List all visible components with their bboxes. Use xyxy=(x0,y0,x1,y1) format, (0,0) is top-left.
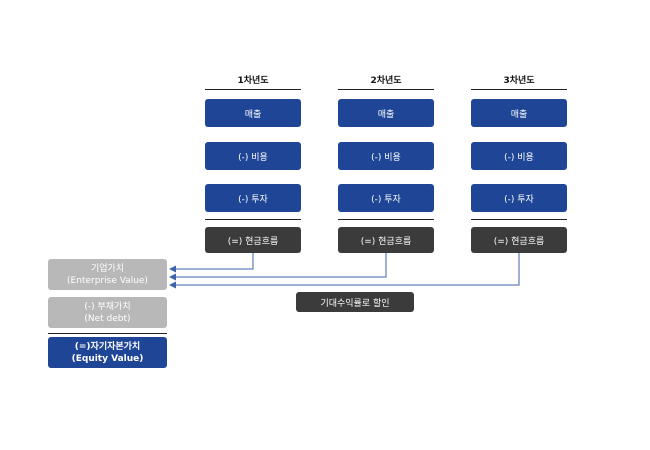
year-2-cashflow-box: (=) 현금흐름 xyxy=(338,227,434,253)
year-2-invest-box: (-) 투자 xyxy=(338,184,434,212)
year-3-invest-label: (-) 투자 xyxy=(504,194,534,205)
year-3-revenue-label: 매출 xyxy=(510,109,528,120)
year-2-header: 2차년도 xyxy=(370,76,402,86)
year-2-header-rule xyxy=(338,89,434,90)
year-3-cashflow-label: (=) 현금흐름 xyxy=(493,236,545,247)
year-1-cashflow-box: (=) 현금흐름 xyxy=(205,227,301,253)
enterprise-value-label: 기업가치 (Enterprise Value) xyxy=(67,263,148,286)
year-2-revenue-box: 매출 xyxy=(338,99,434,127)
year-2-cashflow-label: (=) 현금흐름 xyxy=(360,236,412,247)
year-3-invest-box: (-) 투자 xyxy=(471,184,567,212)
year-2-cost-label: (-) 비용 xyxy=(371,152,401,163)
year-1-revenue-box: 매출 xyxy=(205,99,301,127)
year-1-header: 1차년도 xyxy=(237,76,269,86)
year-1-cost-box: (-) 비용 xyxy=(205,142,301,170)
year-1-cashflow-label: (=) 현금흐름 xyxy=(227,236,279,247)
year-1-discount-arrow xyxy=(169,253,254,273)
year-2-sum-rule xyxy=(338,219,434,220)
year-3-header: 3차년도 xyxy=(503,76,535,86)
year-2-discount-arrow xyxy=(169,253,387,281)
year-1-cost-label: (-) 비용 xyxy=(238,152,268,163)
year-3-discount-arrow xyxy=(169,253,520,289)
year-3-cost-label: (-) 비용 xyxy=(504,152,534,163)
year-2-invest-label: (-) 투자 xyxy=(371,194,401,205)
year-1-invest-box: (-) 투자 xyxy=(205,184,301,212)
discount-rate-label: 기대수익률로 할인 xyxy=(320,298,390,309)
valuation-sum-rule xyxy=(48,333,167,334)
net-debt-box: (-) 부채가치 (Net debt) xyxy=(48,297,167,328)
year-3-header-rule xyxy=(471,89,567,90)
year-3-cost-box: (-) 비용 xyxy=(471,142,567,170)
year-3-sum-rule xyxy=(471,219,567,220)
enterprise-value-box: 기업가치 (Enterprise Value) xyxy=(48,259,167,290)
equity-value-label: (=)자기자본가치 (Equity Value) xyxy=(71,341,144,364)
net-debt-label: (-) 부채가치 (Net debt) xyxy=(84,301,131,324)
year-2-revenue-label: 매출 xyxy=(377,109,395,120)
year-2-cost-box: (-) 비용 xyxy=(338,142,434,170)
year-1-revenue-label: 매출 xyxy=(244,109,262,120)
year-1-header-rule xyxy=(205,89,301,90)
year-1-sum-rule xyxy=(205,219,301,220)
year-3-revenue-box: 매출 xyxy=(471,99,567,127)
year-1-invest-label: (-) 투자 xyxy=(238,194,268,205)
equity-value-box: (=)자기자본가치 (Equity Value) xyxy=(48,337,167,368)
discount-rate-label-box: 기대수익률로 할인 xyxy=(296,292,414,312)
year-3-cashflow-box: (=) 현금흐름 xyxy=(471,227,567,253)
